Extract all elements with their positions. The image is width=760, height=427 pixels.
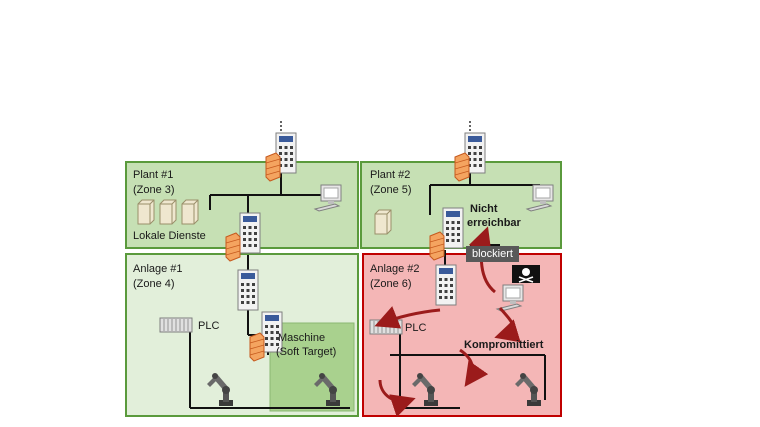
pirate-flag-icon: [512, 265, 540, 283]
machine-label: Maschine: [278, 332, 326, 344]
switch-icon: [442, 207, 464, 249]
firewall-icon: [454, 152, 470, 182]
dots-icon: [469, 121, 471, 131]
firewall-icon: [265, 152, 281, 182]
soft-target-zone: [269, 322, 355, 412]
plant2-zone-label: (Zone 5): [370, 184, 412, 196]
anlage2-zone-label: (Zone 6): [370, 278, 412, 290]
attack-arrows: [374, 226, 521, 418]
switch-icon: [239, 212, 261, 254]
firewall-icon: [249, 332, 265, 362]
plant1-zone-label: (Zone 3): [133, 184, 175, 196]
blocked-badge: blockiert: [466, 246, 519, 262]
local-services-label: Lokale Dienste: [133, 230, 206, 242]
unreachable-label: erreichbar: [467, 217, 521, 229]
server-icon: [181, 199, 199, 225]
plc-label: PLC: [198, 320, 220, 332]
compromised-label: Kompromittiert: [464, 339, 544, 351]
server-icon: [137, 199, 155, 225]
firewall-icon: [225, 232, 241, 262]
plc-icon: [159, 317, 193, 333]
anlage1-zone-label: (Zone 4): [133, 278, 175, 290]
anlage2-title: Anlage #2: [370, 263, 420, 275]
server-icon: [159, 199, 177, 225]
plc-label: PLC: [405, 322, 427, 334]
switch-icon: [435, 264, 457, 306]
unreachable-label: Nicht: [470, 203, 498, 215]
switch-icon: [237, 269, 259, 311]
firewall-icon: [429, 231, 445, 261]
dots-icon: [280, 121, 282, 131]
soft-target-label: (Soft Target): [276, 346, 337, 358]
plant2-title: Plant #2: [370, 169, 411, 181]
plant1-title: Plant #1: [133, 169, 174, 181]
anlage1-title: Anlage #1: [133, 263, 183, 275]
server-icon: [374, 209, 392, 235]
